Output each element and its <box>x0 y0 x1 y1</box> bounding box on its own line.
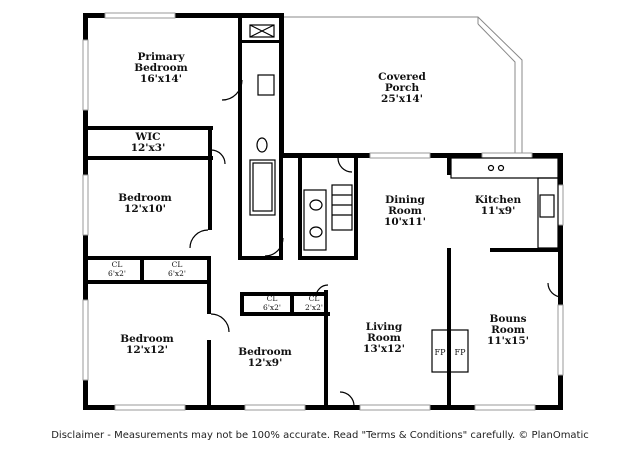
cl-2-name: CL <box>172 260 183 269</box>
cl-4-size: 2'x2' <box>305 303 323 312</box>
bedroom-3-name: Bedroom <box>238 346 292 358</box>
dining-name-1: Dining <box>385 194 425 206</box>
bedroom-2-size: 12'x12' <box>126 344 168 356</box>
wic-size: 12'x3' <box>131 142 166 154</box>
room-label-wic: WIC 12'x3' <box>131 131 166 154</box>
room-label-cl-1: CL 6'x2' <box>108 260 126 278</box>
room-label-bedroom-2: Bedroom 12'x12' <box>120 333 174 356</box>
room-label-cl-3: CL 6'x2' <box>263 294 281 312</box>
primary-bedroom-size: 16'x14' <box>140 73 182 85</box>
living-name-1: Living <box>366 321 403 333</box>
kitchen-name: Kitchen <box>475 194 522 206</box>
room-label-dining-room: Dining Room 10'x11' <box>384 194 426 228</box>
room-label-bonus-room: Bouns Room 11'x15' <box>487 313 529 347</box>
room-label-living-room: Living Room 13'x12' <box>363 321 405 355</box>
room-label-primary-bedroom: Primary Bedroom 16'x14' <box>134 51 188 85</box>
cl-3-size: 6'x2' <box>263 303 281 312</box>
room-label-bedroom-1: Bedroom 12'x10' <box>118 192 172 215</box>
room-label-covered-porch: Covered Porch 25'x14' <box>378 71 426 105</box>
windows <box>82 12 564 411</box>
bonus-name-1: Bouns <box>489 313 526 325</box>
bedroom-2-name: Bedroom <box>120 333 174 345</box>
room-label-cl-4: CL 2'x2' <box>305 294 323 312</box>
bedroom-1-size: 12'x10' <box>124 203 166 215</box>
kitchen-size: 11'x9' <box>481 205 516 217</box>
bedroom-1-name: Bedroom <box>118 192 172 204</box>
living-size: 13'x12' <box>363 343 405 355</box>
wic-name: WIC <box>134 131 160 143</box>
porch-name-1: Covered <box>378 71 426 83</box>
fireplace-label-left: FP <box>435 348 447 357</box>
fireplace-label-right: FP <box>455 348 467 357</box>
primary-bedroom-name-2: Bedroom <box>134 62 188 74</box>
cl-4-name: CL <box>309 294 320 303</box>
living-name-2: Room <box>367 332 401 344</box>
room-label-cl-2: CL 6'x2' <box>168 260 186 278</box>
disclaimer-text: Disclaimer - Measurements may not be 100… <box>51 430 589 441</box>
cl-2-size: 6'x2' <box>168 269 186 278</box>
fixtures <box>189 24 563 407</box>
fireplace: FP FP <box>435 348 467 357</box>
porch-outline <box>283 16 523 155</box>
bonus-size: 11'x15' <box>487 335 529 347</box>
cl-1-size: 6'x2' <box>108 269 126 278</box>
porch-name-2: Porch <box>385 82 420 94</box>
bedroom-3-size: 12'x9' <box>248 357 283 369</box>
bonus-name-2: Room <box>491 324 525 336</box>
room-label-bedroom-3: Bedroom 12'x9' <box>238 346 292 369</box>
cl-1-name: CL <box>112 260 123 269</box>
dining-size: 10'x11' <box>384 216 426 228</box>
porch-size: 25'x14' <box>381 93 423 105</box>
cl-3-name: CL <box>267 294 278 303</box>
room-label-kitchen: Kitchen 11'x9' <box>475 194 522 217</box>
dining-name-2: Room <box>388 205 422 217</box>
primary-bedroom-name-1: Primary <box>138 51 186 63</box>
